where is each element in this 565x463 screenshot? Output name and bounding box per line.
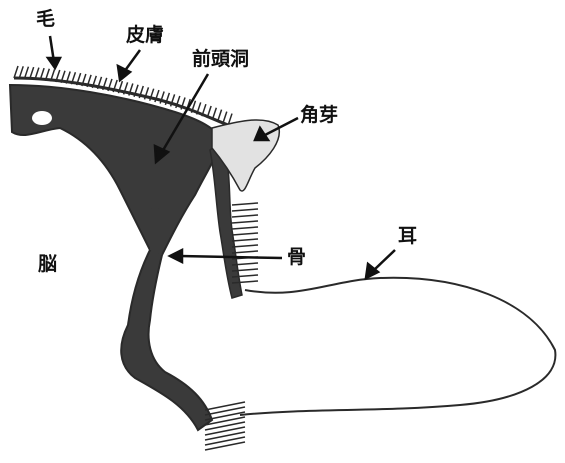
side-hair-strand (232, 245, 258, 247)
label-skin: 皮膚 (126, 26, 164, 45)
side-hair-strand (232, 233, 258, 235)
label-brain: 脳 (38, 255, 57, 274)
arrow-bone-head (170, 250, 182, 262)
side-hair-strand (232, 221, 258, 223)
side-hair-strand (232, 203, 258, 205)
label-hair: 毛 (36, 10, 55, 29)
hair-strand (19, 66, 23, 78)
arrow-ear (374, 250, 395, 270)
arrow-skin (124, 50, 140, 72)
arrow-ear-head (366, 264, 378, 278)
hair-strand (218, 110, 222, 122)
label-horn-bud: 角芽 (300, 106, 338, 125)
side-hair-strand (232, 227, 258, 229)
ear-outline (240, 278, 555, 415)
side-hair-strand (232, 239, 258, 241)
side-hair-strand (232, 215, 258, 217)
label-bone: 骨 (287, 248, 306, 267)
arrow-hair-head (48, 58, 60, 68)
side-hair-strand (232, 209, 258, 211)
label-ear: 耳 (398, 227, 417, 246)
hair-strand (14, 66, 18, 78)
sinus-cavity (32, 111, 52, 125)
label-frontal-sinus: 前頭洞 (192, 50, 249, 69)
hair-strand (223, 112, 227, 124)
arrow-bone (180, 256, 282, 258)
